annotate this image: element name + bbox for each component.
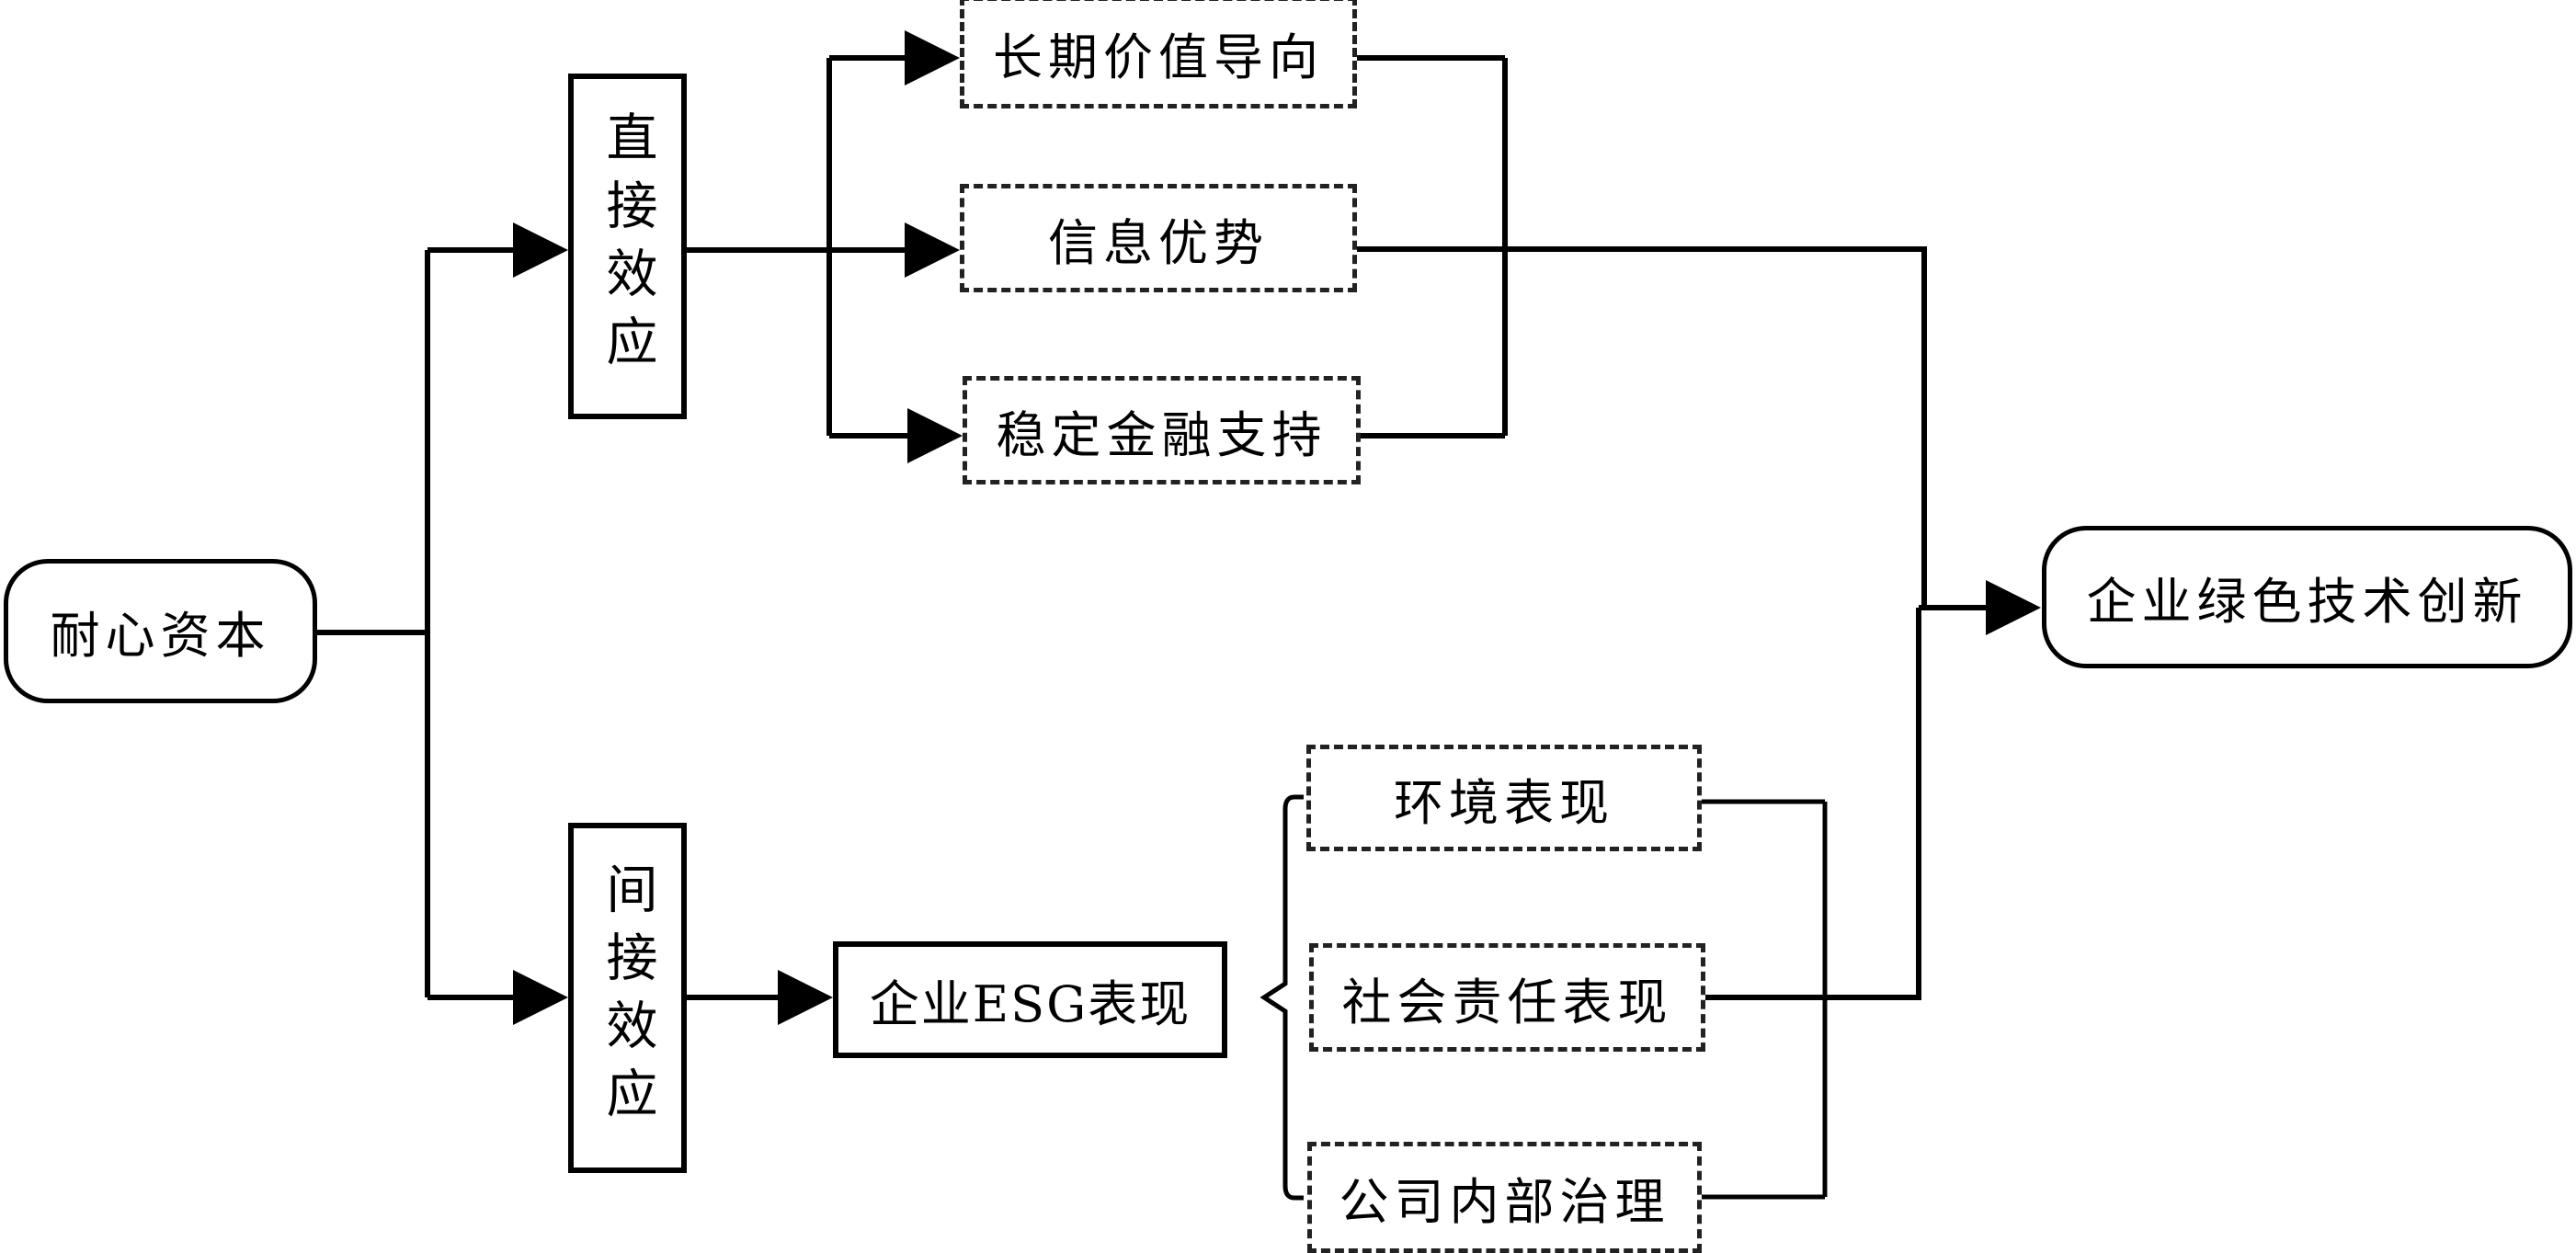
channel-label: 信息优势	[1048, 213, 1269, 272]
indirect-effect-node: 间接效应	[568, 823, 687, 1173]
esg-to-outcome	[1705, 608, 1921, 1000]
channel-stable-financing: 稳定金融支持	[963, 376, 1361, 484]
mediator-label: 企业ESG表现	[869, 975, 1191, 1033]
esg-environment: 环境表现	[1306, 745, 1702, 851]
mediator-node: 企业ESG表现	[833, 941, 1227, 1058]
channel-to-outcome	[1357, 246, 1927, 608]
direct-effect-label: 直接效应	[598, 110, 657, 382]
esg-label: 公司内部治理	[1339, 1173, 1670, 1231]
direct-effect-node: 直接效应	[568, 74, 687, 419]
esg-governance: 公司内部治理	[1307, 1142, 1702, 1253]
indirect-effect-label: 间接效应	[598, 861, 657, 1134]
channel-long-term-value: 长期价值导向	[960, 0, 1357, 108]
brace	[1260, 794, 1304, 1201]
outcome-label: 企业绿色技术创新	[2086, 573, 2528, 631]
esg-label: 社会责任表现	[1341, 973, 1673, 1031]
source-label: 耐心资本	[50, 607, 271, 665]
channel-label: 稳定金融支持	[996, 405, 1328, 464]
esg-social: 社会责任表现	[1309, 943, 1705, 1052]
source-node: 耐心资本	[4, 559, 317, 703]
channel-information-advantage: 信息优势	[960, 184, 1357, 292]
outcome-node: 企业绿色技术创新	[2042, 526, 2572, 668]
channel-label: 长期价值导向	[993, 28, 1324, 86]
esg-label: 环境表现	[1394, 773, 1614, 832]
